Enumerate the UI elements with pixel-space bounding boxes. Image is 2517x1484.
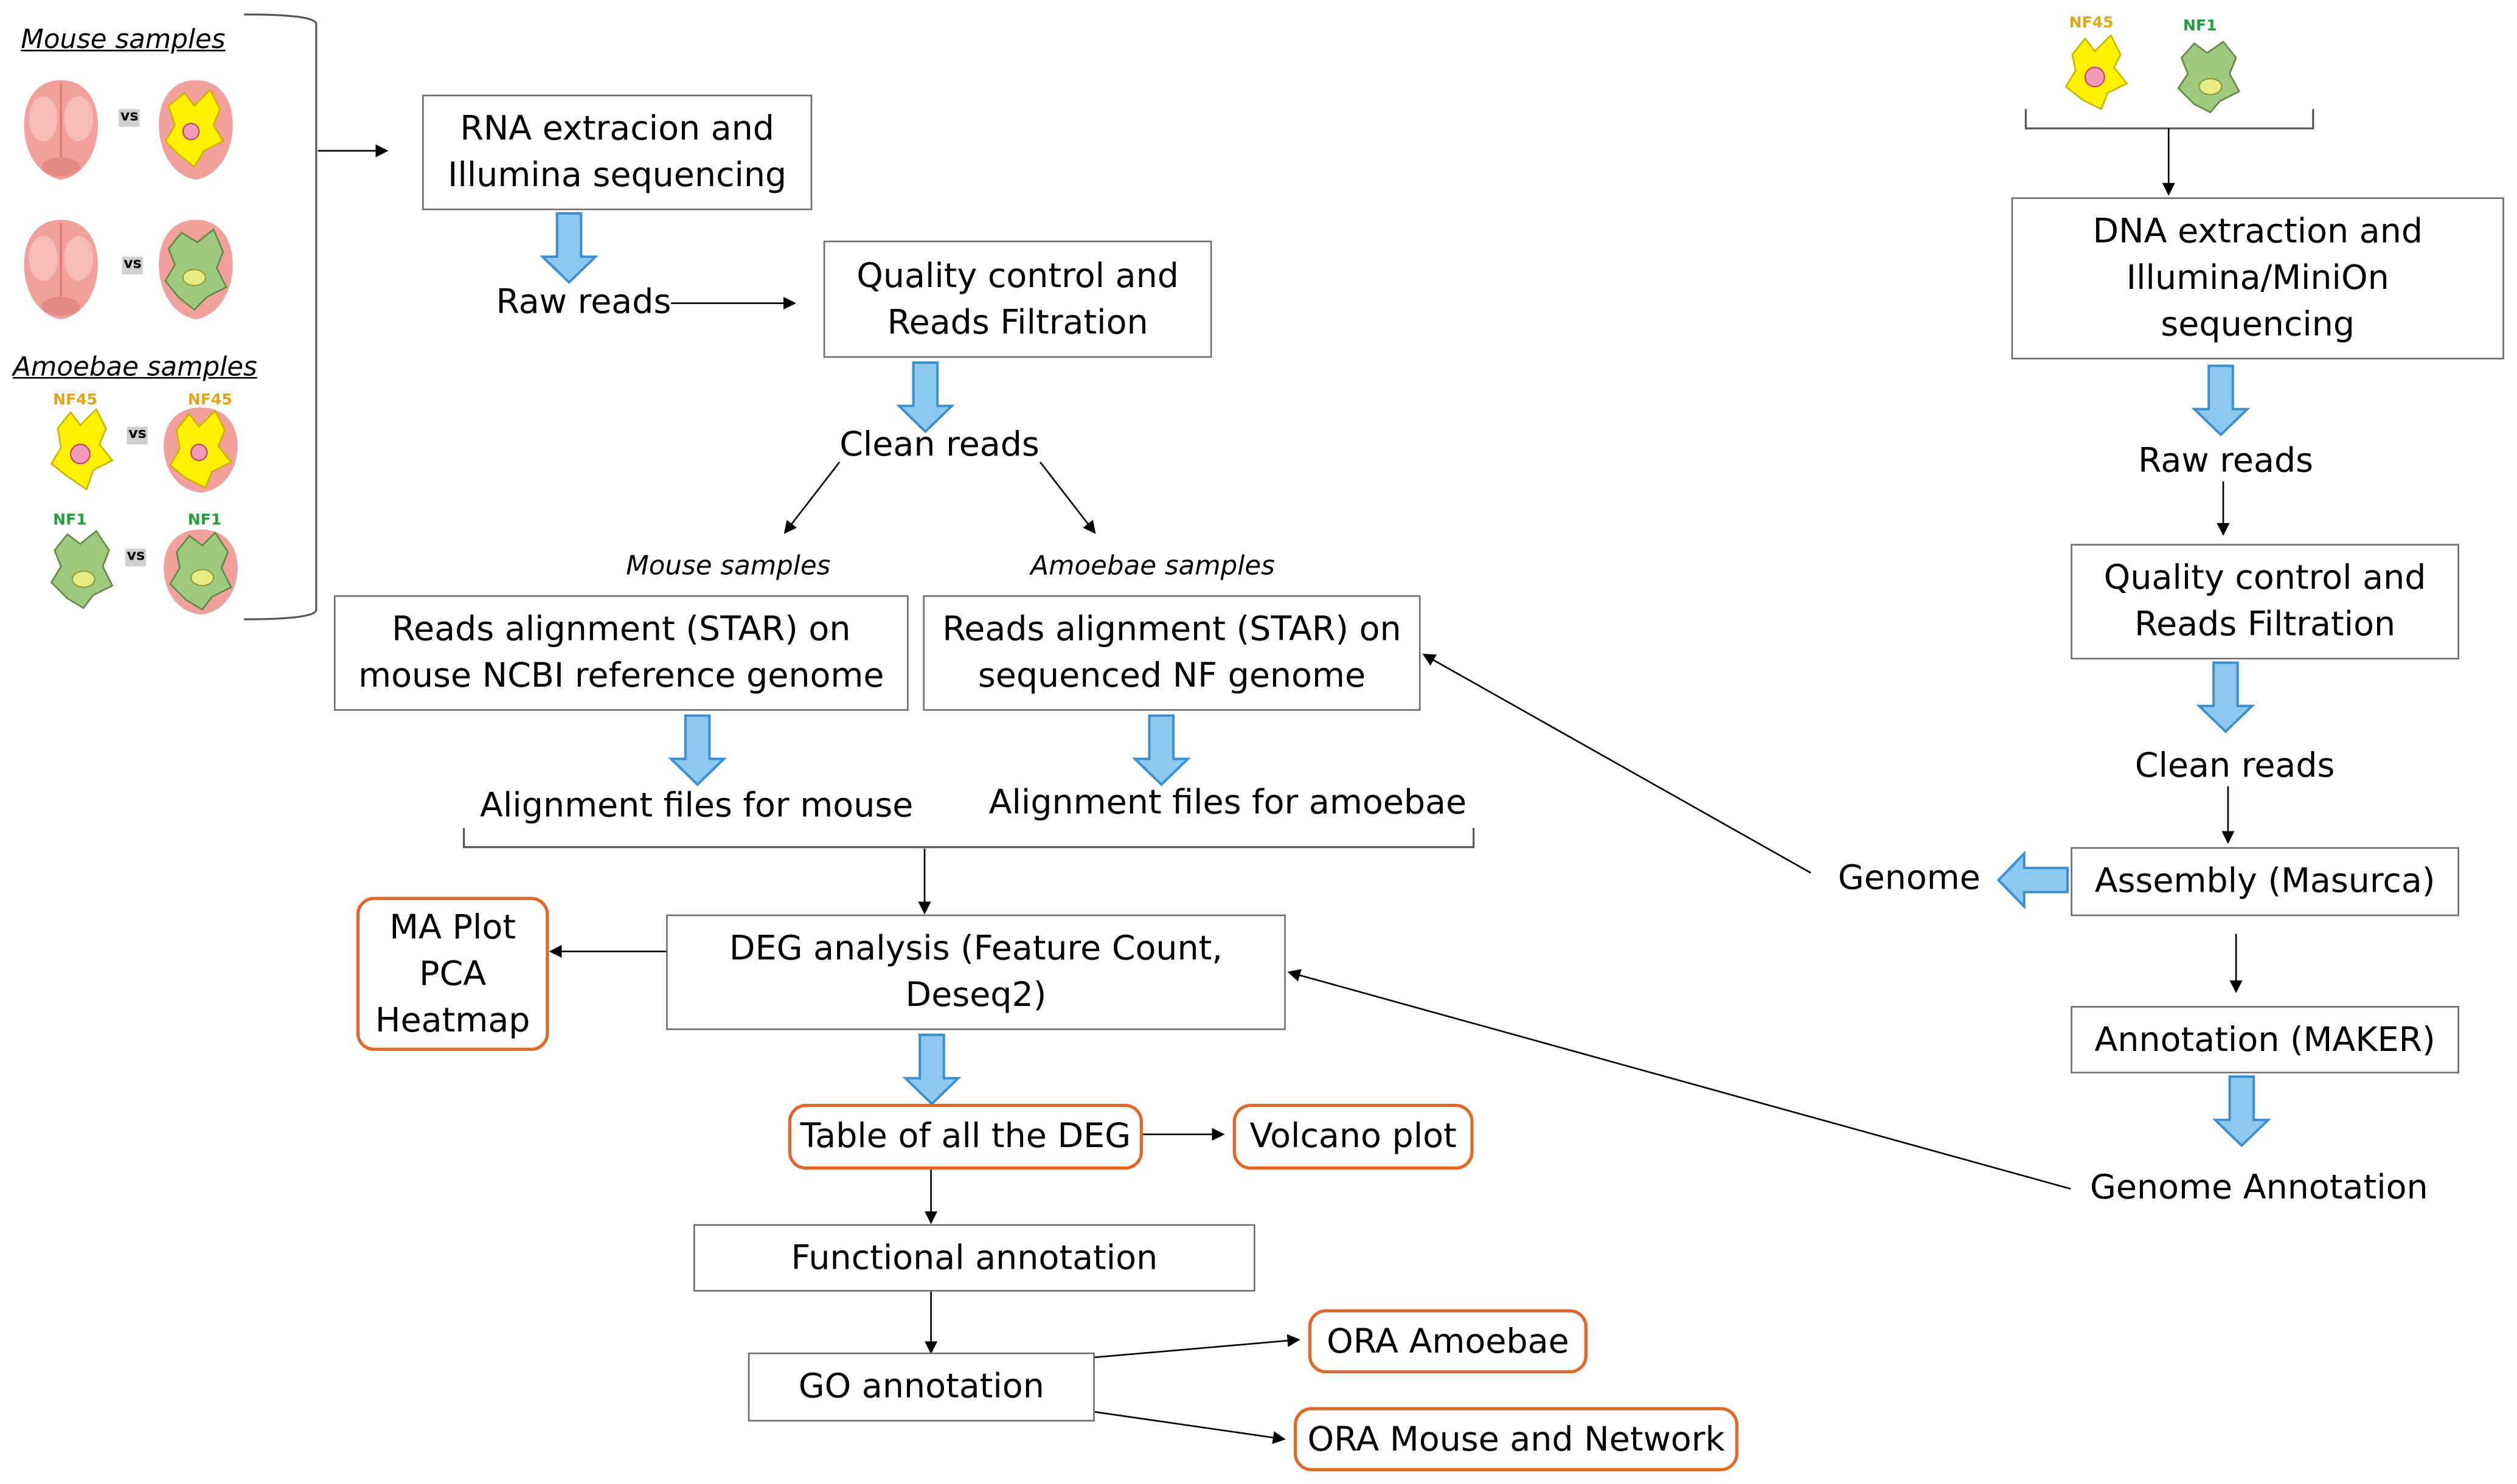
infected-brain-nf45-icon [164,407,238,493]
mouse-brain-icon [24,220,98,319]
infected-brain-nf1-icon [164,529,238,615]
vs-label: vs [125,549,147,567]
block-arrow-align-amoebae-to-files [1131,714,1191,786]
dna-nf45-tag: NF45 [2069,14,2114,32]
dna-clean-reads-label: Clean reads [2134,746,2335,785]
mouse-brain-icon [24,80,98,180]
go-annotation-box: GO annotation [748,1352,1095,1422]
block-arrow-qc-to-clean [895,361,955,434]
block-arrow-dna-qc-to-clean [2196,661,2255,733]
vs-label: vs [127,426,148,445]
amoebae-branch-label: Amoebae samples [1030,550,1275,581]
amoebae-samples-heading: Amoebae samples [13,351,257,382]
block-arrow-dna-to-raw [2191,364,2251,437]
deg-table-output-box: Table of all the DEG [788,1103,1143,1170]
rna-qc-box: Quality control and Reads Filtration [823,240,1212,358]
block-arrow-assembly-to-genome [1996,850,2069,910]
amoeba-nf45-icon [50,407,114,491]
arrow-clean-to-amoebae [1040,461,1096,534]
dna-amoeba-nf45-icon [2064,33,2128,111]
ora-amoebae-output-box: ORA Amoebae [1308,1309,1588,1374]
arrow-annotation-to-deg [1287,969,2071,1190]
nf1-tag: NF1 [187,511,222,530]
rna-extraction-box: RNA extracion and Illumina sequencing [422,94,813,210]
deg-analysis-box: DEG analysis (Feature Count, Deseq2) [666,914,1286,1030]
nf1-tag: NF1 [53,511,87,530]
assembly-box: Assembly (Masurca) [2071,847,2459,917]
amoeba-nf1-icon [50,530,114,609]
samples-bracket [244,13,318,620]
alignment-files-amoebae-label: Alignment files for amoebae [988,783,1467,822]
dna-qc-box: Quality control and Reads Filtration [2071,544,2459,660]
genome-label: Genome [1838,858,1981,897]
nf45-tag: NF45 [53,391,98,409]
arrow-go-to-ora-mouse [1094,1411,1286,1444]
arrow-clean-to-mouse [783,461,841,534]
block-arrow-align-mouse-to-files [668,714,727,786]
rna-clean-reads-label: Clean reads [839,425,1040,464]
vs-label: vs [122,257,144,275]
annotation-maker-box: Annotation (MAKER) [2071,1006,2459,1073]
dna-amoeba-nf1-icon [2177,40,2241,114]
align-amoebae-box: Reads alignment (STAR) on sequenced NF g… [923,595,1421,711]
plots-output-box: MA Plot PCA Heatmap [356,896,549,1051]
dna-extraction-box: DNA extraction and Illumina/MiniOn seque… [2011,197,2504,359]
block-arrow-annotation-to-genome-annotation [2212,1075,2271,1148]
mouse-samples-heading: Mouse samples [21,24,226,55]
functional-annotation-box: Functional annotation [693,1224,1255,1292]
align-mouse-box: Reads alignment (STAR) on mouse NCBI ref… [333,595,909,711]
infected-brain-yellow-icon [159,80,233,180]
alignment-bracket [463,828,1475,848]
vs-label: vs [119,109,141,127]
arrow-go-to-ora-amoebae [1094,1334,1300,1359]
alignment-files-mouse-label: Alignment files for mouse [480,786,914,825]
arrow-genome-to-align-amoebae [1422,654,1811,874]
infected-brain-green-icon [159,220,233,319]
nf45-tag: NF45 [187,391,232,409]
volcano-plot-output-box: Volcano plot [1232,1103,1474,1170]
mouse-branch-label: Mouse samples [626,550,831,581]
block-arrow-deg-to-table [902,1033,962,1106]
block-arrow-rna-to-raw [540,212,599,285]
rna-raw-reads-label: Raw reads [496,282,672,321]
genome-annotation-label: Genome Annotation [2089,1168,2428,1207]
dna-raw-reads-label: Raw reads [2138,441,2314,480]
dna-nf1-tag: NF1 [2183,18,2217,36]
ora-mouse-output-box: ORA Mouse and Network [1294,1407,1739,1472]
